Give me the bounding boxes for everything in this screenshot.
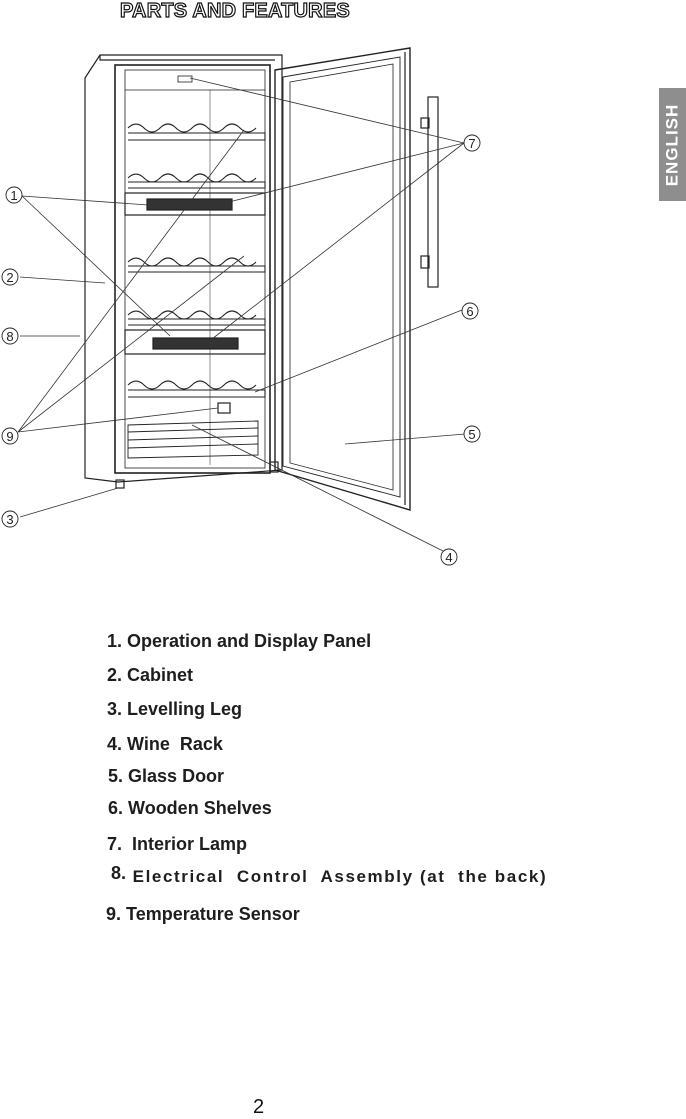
- part-item-4: 4. Wine Rack: [107, 734, 223, 754]
- callout-9: 9: [1, 427, 19, 445]
- svg-text:2: 2: [6, 270, 13, 285]
- callout-markers: 1 2 8 9 3 7 6 5 4: [1, 134, 481, 566]
- page-title: PARTS AND FEATURES: [119, 0, 350, 23]
- svg-text:7: 7: [468, 136, 475, 151]
- page-number: 2: [253, 1096, 265, 1118]
- callout-2: 2: [1, 268, 19, 286]
- callout-5: 5: [463, 425, 481, 443]
- glass-door: [269, 47, 411, 511]
- part-item-3: 3. Levelling Leg: [107, 699, 243, 719]
- wine-cooler-diagram: 1 2 8 9 3 7 6 5 4: [1, 47, 481, 566]
- part-item-6: 6. Wooden Shelves: [108, 798, 272, 818]
- part-item-5: 5. Glass Door: [108, 766, 225, 786]
- callout-8: 8: [1, 327, 19, 345]
- callout-7: 7: [463, 134, 481, 152]
- wine-racks: [127, 123, 266, 398]
- svg-text:4: 4: [445, 550, 452, 565]
- cabinet-top-edge: [99, 55, 275, 61]
- svg-text:8: 8: [6, 329, 13, 344]
- part-item-8: 8. Electrical Control Assembly (at the b…: [111, 863, 548, 886]
- callout-3: 3: [1, 510, 19, 528]
- svg-text:3: 3: [6, 512, 13, 527]
- cabinet-interior: [114, 64, 271, 474]
- part-item-2: 2. Cabinet: [107, 665, 194, 685]
- svg-text:5: 5: [468, 427, 475, 442]
- wooden-shelf-bottom: [127, 420, 259, 459]
- display-panels: [124, 192, 266, 355]
- part-item-7: 7. Interior Lamp: [107, 834, 248, 854]
- temperature-sensor-box: [217, 402, 231, 414]
- door-handle: [420, 96, 439, 288]
- language-tab: ENGLISH: [659, 88, 686, 201]
- part-item-1: 1. Operation and Display Panel: [107, 631, 372, 651]
- svg-text:6: 6: [466, 304, 473, 319]
- levelling-leg: [115, 479, 125, 489]
- svg-text:1: 1: [10, 188, 17, 203]
- callout-6: 6: [461, 302, 479, 320]
- leader-lines: [17, 77, 466, 553]
- part-item-9: 9. Temperature Sensor: [106, 904, 300, 924]
- callout-1: 1: [5, 186, 23, 204]
- callout-4: 4: [440, 548, 458, 566]
- interior-lamp-top: [177, 75, 193, 83]
- svg-text:9: 9: [6, 429, 13, 444]
